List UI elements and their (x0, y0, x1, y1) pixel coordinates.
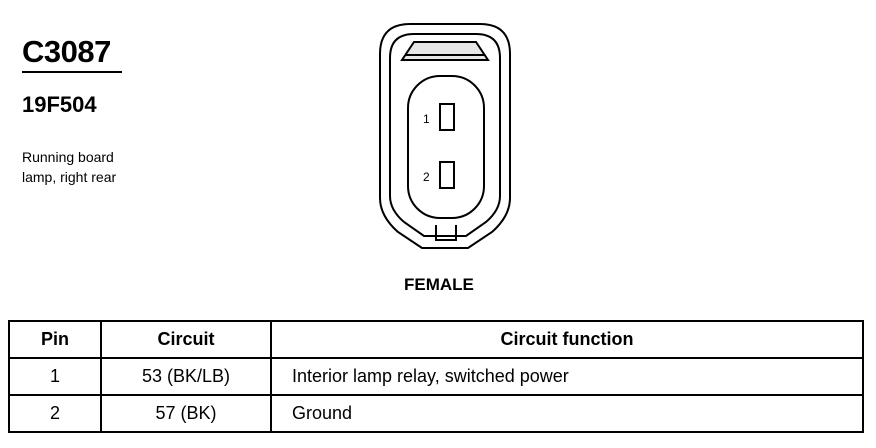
pin-2-label: 2 (423, 170, 430, 184)
cell-pin: 1 (8, 357, 102, 396)
pin-cavity-area (407, 75, 485, 219)
description-line-1: Running board (22, 149, 114, 165)
connector-id: C3087 (22, 34, 111, 69)
header-pin: Pin (8, 320, 102, 359)
header-circuit-function: Circuit function (270, 320, 864, 359)
connector-id-underline (22, 71, 122, 73)
cell-circuit: 57 (BK) (100, 394, 272, 433)
connector-outer-housing (379, 23, 511, 249)
pin-1-terminal (439, 103, 455, 131)
description-line-2: lamp, right rear (22, 169, 117, 185)
pin-2-terminal (439, 161, 455, 189)
connector-locking-tab (400, 41, 490, 61)
cell-circuit: 53 (BK/LB) (100, 357, 272, 396)
cell-circuit-function: Interior lamp relay, switched power (270, 357, 864, 396)
pin-1-label: 1 (423, 112, 430, 126)
cell-circuit-function: Ground (270, 394, 864, 433)
cell-pin: 2 (8, 394, 102, 433)
table-row: 1 53 (BK/LB) Interior lamp relay, switch… (8, 357, 864, 396)
table-row: 2 57 (BK) Ground (8, 394, 864, 433)
connector-description: Running board lamp, right rear (22, 147, 182, 187)
pinout-table: Pin Circuit Circuit function 1 53 (BK/LB… (8, 320, 864, 433)
connector-keying-notch (435, 225, 457, 241)
table-header-row: Pin Circuit Circuit function (8, 320, 864, 359)
connector-inner-housing (389, 33, 501, 237)
connector-face-diagram: 1 2 (379, 23, 511, 249)
part-number: 19F504 (22, 92, 97, 117)
header-circuit: Circuit (100, 320, 272, 359)
connector-gender-label: FEMALE (404, 275, 474, 294)
